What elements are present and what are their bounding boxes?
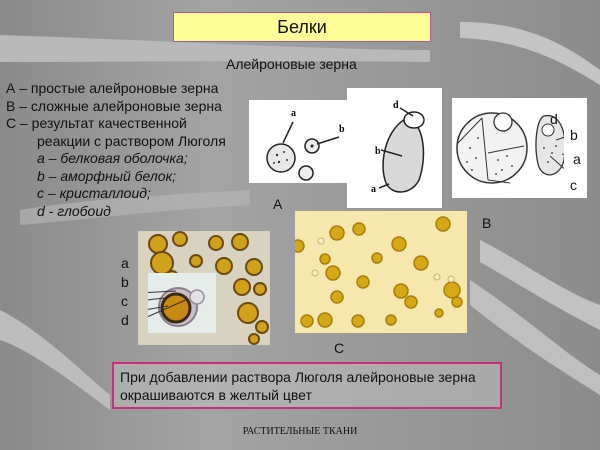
inset-grain-photo: [138, 287, 205, 327]
callout-d: d: [121, 312, 129, 328]
callout-b: b: [339, 124, 345, 135]
figure-c-micrograph-left: [138, 231, 270, 345]
legend-line-c-cont: реакции с раствором Люголя: [37, 132, 226, 149]
legend-line-b: В – сложные алейроновые зерна: [6, 97, 222, 114]
conclusion-note-text: При добавлении раствора Люголя алейронов…: [120, 369, 476, 403]
callout-b: b: [375, 146, 381, 157]
callout-a: a: [371, 184, 376, 195]
footer-section-title: РАСТИТЕЛЬНЫЕ ТКАНИ: [242, 426, 358, 437]
legend-part-a: а – белковая оболочка;: [37, 150, 188, 166]
callout-b: b: [121, 274, 129, 290]
simple-grains-drawing: [266, 121, 340, 181]
callout-c: c: [121, 293, 128, 309]
legend-part-c: с – кристаллоид;: [37, 185, 151, 201]
callout-a: a: [291, 108, 296, 119]
figure-b-callout-box: b a c: [564, 122, 586, 198]
legend-line-a: А – простые алейроновые зерна: [6, 80, 219, 96]
callout-a: a: [573, 151, 581, 167]
figure-a-simple-grains-panel: a b: [249, 100, 347, 183]
figure-c-label: С: [334, 340, 345, 356]
figure-a-grain-detail-panel: d b a: [347, 88, 442, 208]
legend-part-d: d - глобоид: [37, 202, 111, 219]
legend-part-b: b – аморфный белок;: [37, 167, 177, 184]
callout-a: a: [121, 255, 129, 271]
grain-detail-drawing: [378, 107, 425, 193]
callout-b: b: [570, 127, 578, 143]
slide-title-text: Белки: [277, 16, 327, 37]
legend: А – простые алейроновые зерна В – сложны…: [6, 80, 226, 220]
lugol-stained-grains-photo: [295, 216, 463, 328]
figure-c-micrograph-right: [295, 211, 467, 333]
slide-title: Белки: [173, 12, 431, 42]
callout-d: d: [550, 111, 558, 127]
inset-callouts: a b c d: [121, 254, 129, 330]
figure-b-label: В: [482, 215, 492, 231]
conclusion-note: При добавлении раствора Люголя алейронов…: [112, 362, 502, 409]
callout-d: d: [393, 100, 399, 111]
slide-subtitle: Алейроновые зерна: [226, 56, 357, 72]
legend-line-c: С – результат качественной: [6, 115, 187, 131]
figure-c-inset: [138, 273, 216, 333]
callout-c: c: [570, 177, 577, 193]
figure-a-label: А: [273, 196, 283, 212]
complex-grains-drawing: [456, 112, 573, 184]
